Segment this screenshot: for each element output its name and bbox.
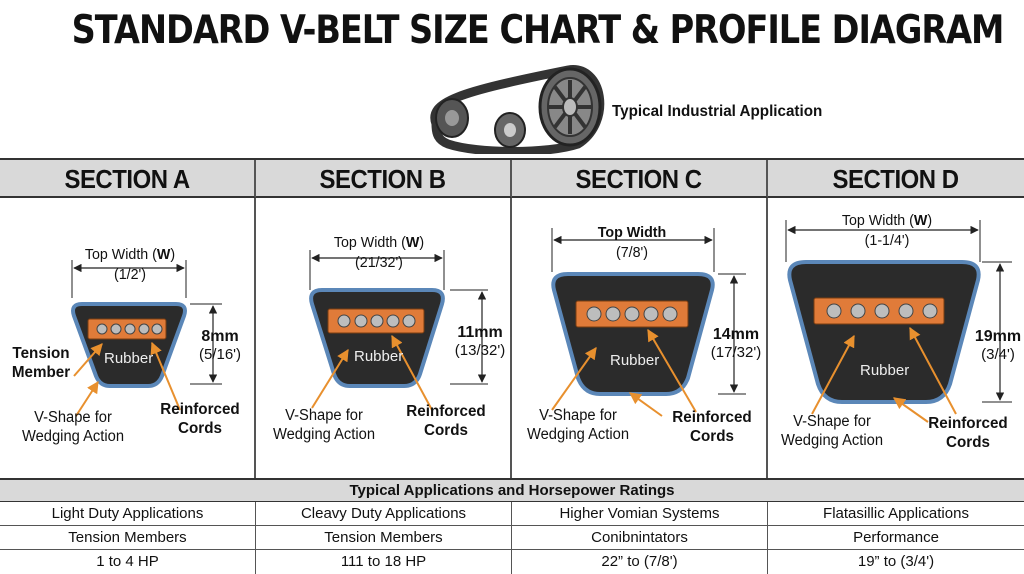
section-d-diagram: Top Width (W) (1-1/4') 19mm(3/4') Rubber… xyxy=(768,198,1024,478)
belt-profile xyxy=(309,288,445,388)
top-width-value: (1/2') xyxy=(113,266,147,283)
height-dimension: 8mm(5/16') xyxy=(198,328,242,363)
top-width-value: (21/32') xyxy=(355,254,403,271)
top-width-label: Top Width (W) xyxy=(84,246,176,263)
section-a-diagram: Top Width (W) (1/2') 8mm(5/16') Rubber T… xyxy=(0,198,256,478)
application-label: Typical Industrial Application xyxy=(612,103,823,120)
table-cell: Performance xyxy=(853,529,939,546)
section-a-header: SECTION A xyxy=(0,160,256,198)
table-cell: 1 to 4 HP xyxy=(0,550,256,574)
table-row: Tension Members Tension Members Conibnin… xyxy=(0,526,1024,550)
reinforced-cords-label: Reinforced Cords xyxy=(928,415,1008,451)
belt-pulley-icon xyxy=(430,65,605,154)
top-width-label: Top Width (W) xyxy=(333,234,425,251)
height-dimension: 19mm(3/4') xyxy=(974,328,1022,363)
vshape-label: V-Shape for Wedging Action xyxy=(526,407,630,443)
table-cell: Tension Members xyxy=(0,526,256,550)
table-cell: Light Duty Applications xyxy=(0,502,256,526)
vshape-label: V-Shape for Wedging Action xyxy=(272,407,376,443)
section-grid: SECTION A SECTION B SECTION C SECTION D xyxy=(0,158,1024,574)
rubber-label: Rubber xyxy=(354,348,404,365)
belt-profile xyxy=(71,302,187,388)
table-cell: Cleavy Duty Applications xyxy=(256,502,512,526)
reinforced-cords-label: Reinforced Cords xyxy=(672,409,752,445)
tension-member-label: Tension Member xyxy=(11,345,71,381)
section-b-header: SECTION B xyxy=(256,160,512,198)
table-cell: 22” to (7/8') xyxy=(512,550,768,574)
rubber-label: Rubber xyxy=(610,352,660,369)
table-cell: Tension Members xyxy=(256,526,512,550)
rubber-label: Rubber xyxy=(104,350,154,367)
top-width-value: (7/8') xyxy=(615,244,649,261)
top-width-value: (1-1/4') xyxy=(864,232,910,249)
vshape-label: V-Shape for Wedging Action xyxy=(21,409,125,445)
table-cell: 19” to (3/4') xyxy=(857,553,935,570)
table-heading: Typical Applications and Horsepower Rati… xyxy=(0,478,1024,502)
section-c-header: SECTION C xyxy=(512,160,768,198)
reinforced-cords-label: Reinforced Cords xyxy=(406,403,486,439)
height-dimension: 14mm(17/32') xyxy=(710,326,762,361)
table-row: Light Duty Applications Cleavy Duty Appl… xyxy=(0,502,1024,526)
table-cell: 111 to 18 HP xyxy=(256,550,512,574)
height-dimension: 11mm(13/32') xyxy=(454,324,506,359)
reinforced-cords-label: Reinforced Cords xyxy=(160,401,240,437)
table-row: 1 to 4 HP 111 to 18 HP 22” to (7/8') 19”… xyxy=(0,550,1024,574)
section-b-diagram: Top Width (W) (21/32') 11mm(13/32') Rubb… xyxy=(256,198,512,478)
section-c-diagram: Top Width (7/8') 14mm(17/32') Rubber V-S… xyxy=(512,198,768,478)
rubber-label: Rubber xyxy=(860,362,910,379)
table-cell: Conibnintators xyxy=(512,526,768,550)
vshape-label: V-Shape for Wedging Action xyxy=(780,413,884,449)
belt-profile xyxy=(787,260,981,404)
top-width-label: Top Width xyxy=(597,224,667,241)
section-d-header: SECTION D xyxy=(768,160,1024,198)
table-cell: Flatasillic Applications xyxy=(823,505,969,522)
table-cell: Higher Vomian Systems xyxy=(512,502,768,526)
page-title: STANDARD V-BELT SIZE CHART & PROFILE DIA… xyxy=(71,8,1005,53)
top-width-label: Top Width (W) xyxy=(841,212,933,229)
